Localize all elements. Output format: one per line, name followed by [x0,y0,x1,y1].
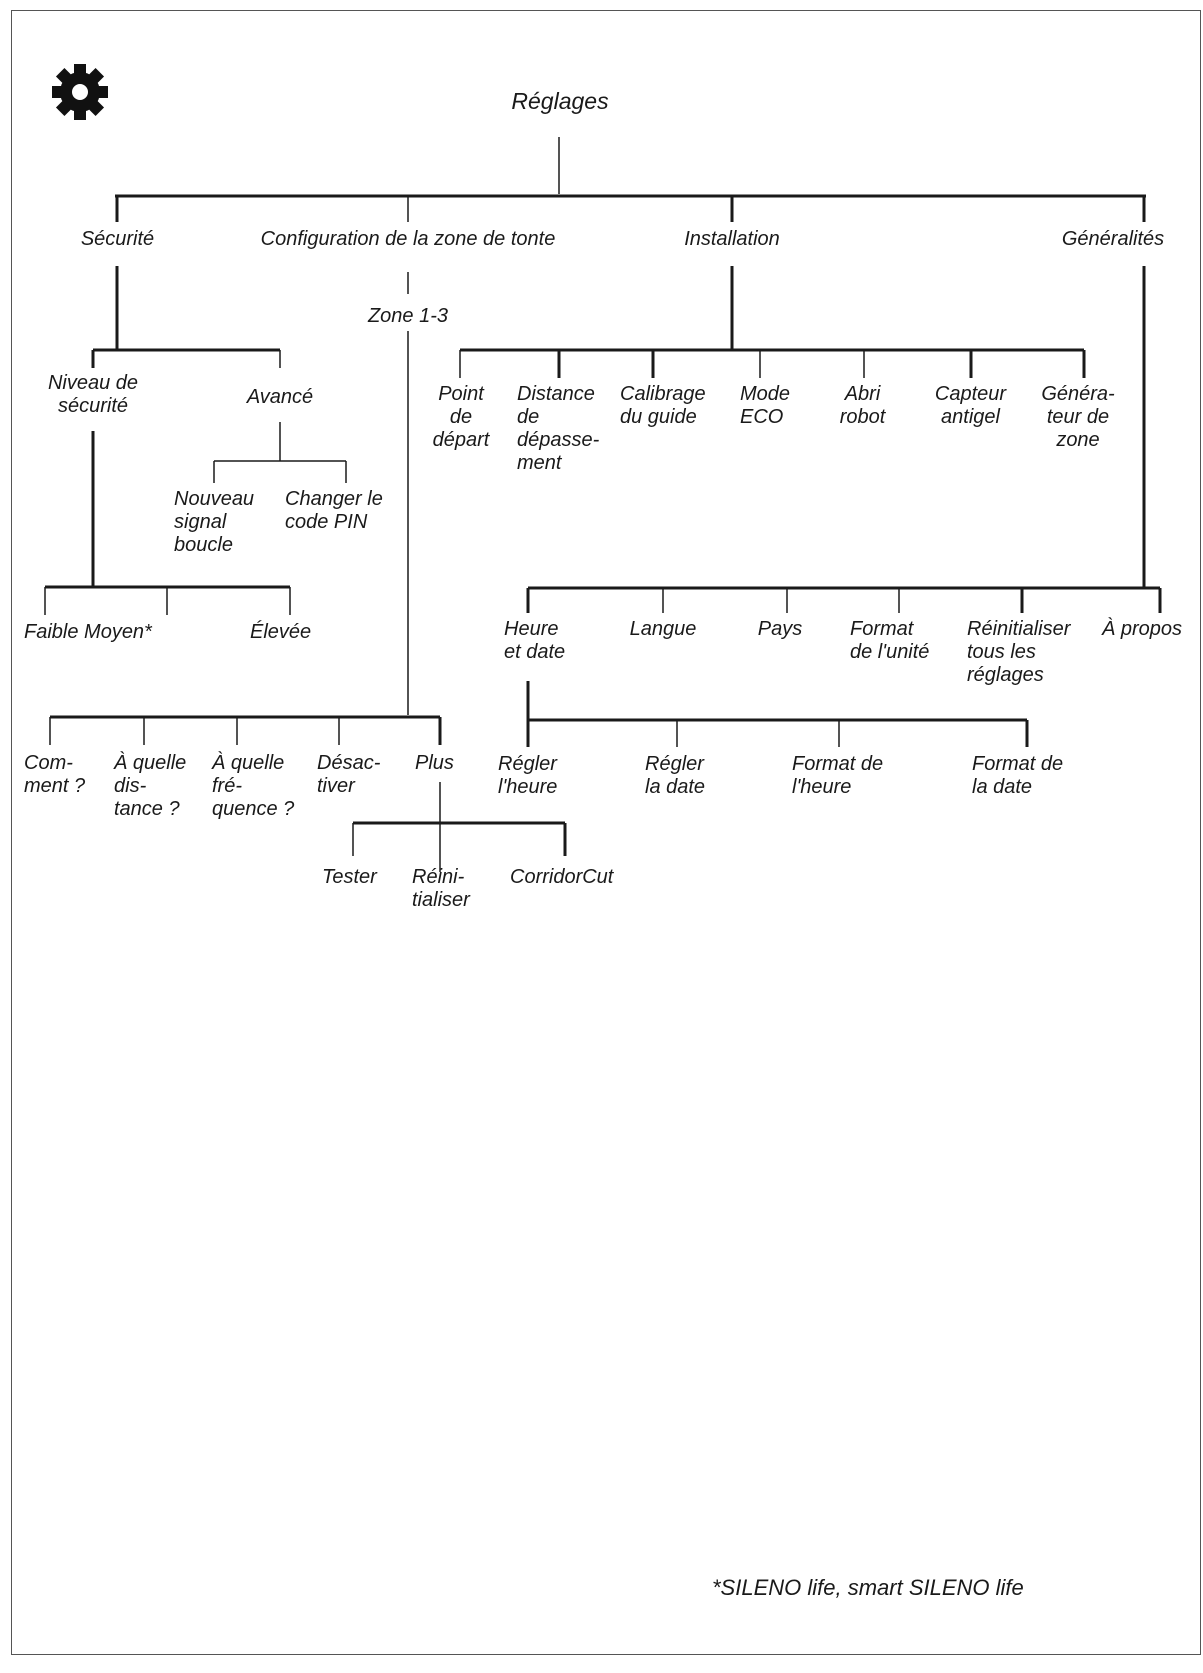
node-regler-heure: Régler l'heure [498,753,558,798]
node-securite: Sécurité [80,228,155,250]
node-a-quelle-distance: À quelle dis- tance ? [114,752,187,820]
node-format-date: Format de la date [972,753,1064,798]
node-faible-moyen: Faible Moyen* [24,621,152,643]
node-regler-date: Régler la date [645,753,706,798]
node-zone-1-3: Zone 1-3 [367,305,449,327]
node-changer-code-pin: Changer le code PIN [285,488,383,533]
node-plus: Plus [415,752,454,774]
node-a-quelle-frequence: À quelle fré- quence ? [212,752,295,820]
footnote: *SILENO life, smart SILENO life [712,1575,1024,1600]
node-corridorcut: CorridorCut [510,866,614,888]
node-format-unite: Format de l'unité [850,618,930,663]
node-desactiver: Désac- tiver [317,752,381,797]
node-heure-et-date: Heure et date [504,618,566,663]
node-format-heure: Format de l'heure [792,753,884,798]
root-node: Réglages [511,88,609,114]
node-abri-robot: Abri robot [839,383,886,428]
gear-icon [52,64,108,120]
node-avance: Avancé [246,386,314,408]
node-configuration-zone: Configuration de la zone de tonte [260,228,556,250]
node-nouveau-signal-boucle: Nouveau signal boucle [174,488,255,556]
node-langue: Langue [629,618,697,640]
node-generateur-zone: Généra- teur de zone [1041,383,1115,451]
node-calibrage-guide: Calibrage du guide [620,383,706,428]
node-tester: Tester [322,866,377,888]
node-reinitialiser-tous-reglages: Réinitialiser tous les réglages [967,618,1071,686]
node-elevee: Élevée [250,621,312,643]
node-installation: Installation [684,228,780,250]
node-capteur-antigel: Capteur antigel [934,383,1007,428]
node-a-propos: À propos [1102,618,1183,640]
node-mode-eco: Mode ECO [740,383,791,428]
page-frame [11,10,1201,1655]
node-distance-depassement: Distance de dépasse- ment [517,383,600,474]
node-point-de-depart: Point de départ [432,383,490,451]
node-generalites: Généralités [1061,228,1165,250]
node-niveau-securite: Niveau de sécurité [47,372,139,417]
node-reinitialiser: Réini- tialiser [412,866,470,911]
node-pays: Pays [757,618,803,640]
node-comment: Com- ment ? [24,752,86,797]
